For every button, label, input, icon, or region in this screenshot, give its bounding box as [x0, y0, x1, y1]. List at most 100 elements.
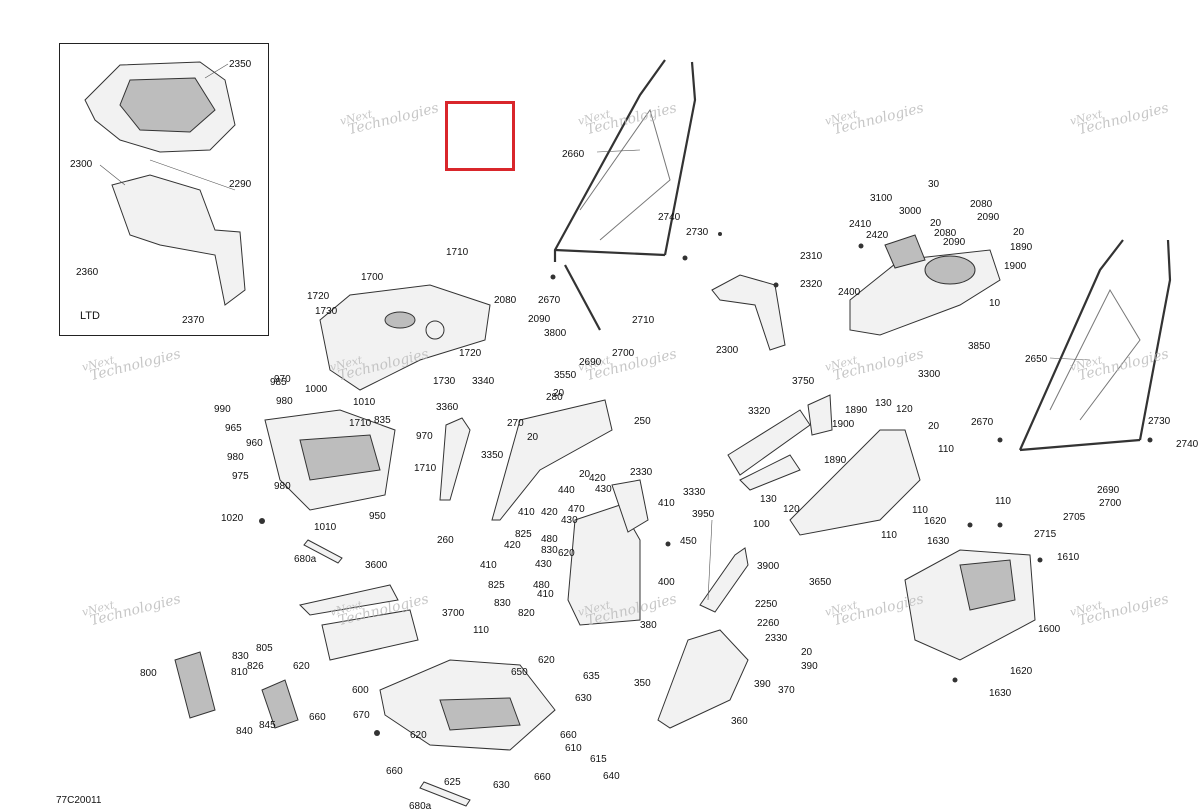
callout-c-110c[interactable]: 110	[912, 505, 928, 516]
callout-c-680a-top[interactable]: 680a	[294, 554, 317, 565]
callout-c-2090c[interactable]: 2090	[528, 314, 551, 325]
callout-c-120a[interactable]: 120	[896, 404, 913, 415]
callout-c-630a[interactable]: 630	[575, 693, 592, 704]
callout-c-2310[interactable]: 2310	[800, 251, 823, 262]
callout-c-2330a[interactable]: 2330	[630, 467, 653, 478]
callout-c-2715[interactable]: 2715	[1034, 529, 1057, 540]
callout-c-1710a[interactable]: 1710	[446, 247, 469, 258]
callout-c-2410[interactable]: 2410	[849, 219, 872, 230]
callout-c-970b[interactable]: 970	[416, 431, 433, 442]
callout-c-130a[interactable]: 130	[875, 398, 892, 409]
callout-c-660a[interactable]: 660	[560, 730, 577, 741]
callout-c-2360[interactable]: 2360	[76, 267, 99, 278]
callout-c-270[interactable]: 270	[507, 418, 524, 429]
callout-c-480b[interactable]: 480	[533, 580, 550, 591]
callout-c-1730b[interactable]: 1730	[433, 376, 456, 387]
callout-c-100[interactable]: 100	[753, 519, 770, 530]
callout-c-3750[interactable]: 3750	[792, 376, 815, 387]
callout-c-3900[interactable]: 3900	[757, 561, 780, 572]
callout-c-825a[interactable]: 825	[515, 529, 532, 540]
callout-c-120b[interactable]: 120	[783, 504, 800, 515]
callout-c-826[interactable]: 826	[247, 661, 264, 672]
callout-c-1630a[interactable]: 1630	[927, 536, 950, 547]
callout-c-2690b[interactable]: 2690	[1097, 485, 1120, 496]
callout-c-2420[interactable]: 2420	[866, 230, 889, 241]
callout-c-1700[interactable]: 1700	[361, 272, 384, 283]
callout-c-360[interactable]: 360	[731, 716, 748, 727]
callout-c-2300[interactable]: 2300	[716, 345, 739, 356]
callout-c-2080c[interactable]: 2080	[494, 295, 517, 306]
callout-c-3100[interactable]: 3100	[870, 193, 893, 204]
callout-c-110d[interactable]: 110	[881, 530, 897, 541]
callout-c-1710c[interactable]: 1710	[414, 463, 437, 474]
callout-c-260[interactable]: 260	[437, 535, 454, 546]
callout-c-420b[interactable]: 420	[541, 507, 558, 518]
callout-c-1730a[interactable]: 1730	[315, 306, 338, 317]
callout-c-420a[interactable]: 420	[589, 473, 606, 484]
callout-c-430a[interactable]: 430	[595, 484, 612, 495]
callout-c-2330b[interactable]: 2330	[765, 633, 788, 644]
callout-c-2260[interactable]: 2260	[757, 618, 780, 629]
callout-c-410d[interactable]: 410	[537, 589, 554, 600]
callout-c-370[interactable]: 370	[778, 685, 795, 696]
callout-c-430c[interactable]: 430	[535, 559, 552, 570]
callout-c-2705[interactable]: 2705	[1063, 512, 1086, 523]
callout-c-2700a[interactable]: 2700	[612, 348, 635, 359]
callout-c-830a[interactable]: 830	[541, 545, 558, 556]
callout-c-2700b[interactable]: 2700	[1099, 498, 1122, 509]
callout-c-820[interactable]: 820	[518, 608, 535, 619]
callout-c-250[interactable]: 250	[634, 416, 651, 427]
callout-c-1900a[interactable]: 1900	[1004, 261, 1027, 272]
callout-c-3300[interactable]: 3300	[918, 369, 941, 380]
callout-c-1010b[interactable]: 1010	[314, 522, 337, 533]
callout-c-110b[interactable]: 110	[938, 444, 954, 455]
callout-c-1020[interactable]: 1020	[221, 513, 244, 524]
callout-c-2690a[interactable]: 2690	[579, 357, 602, 368]
callout-c-470[interactable]: 470	[568, 504, 585, 515]
callout-c-130b[interactable]: 130	[760, 494, 777, 505]
callout-c-620c[interactable]: 620	[410, 730, 427, 741]
callout-c-680a-bot[interactable]: 680a	[409, 801, 432, 812]
callout-c-2090b[interactable]: 2090	[943, 237, 966, 248]
callout-c-970a[interactable]: 970	[274, 374, 291, 385]
callout-c-1720a[interactable]: 1720	[307, 291, 330, 302]
callout-c-1630b[interactable]: 1630	[989, 688, 1012, 699]
callout-c-2370[interactable]: 2370	[182, 315, 205, 326]
callout-c-390a[interactable]: 390	[801, 661, 818, 672]
callout-c-3650[interactable]: 3650	[809, 577, 832, 588]
callout-c-20b[interactable]: 20	[930, 218, 942, 229]
callout-c-3340[interactable]: 3340	[472, 376, 495, 387]
callout-c-3350[interactable]: 3350	[481, 450, 504, 461]
callout-c-20d[interactable]: 20	[527, 432, 539, 443]
callout-c-950[interactable]: 950	[369, 511, 386, 522]
callout-c-480a[interactable]: 480	[541, 534, 558, 545]
callout-c-1620a[interactable]: 1620	[924, 516, 947, 527]
callout-c-2400[interactable]: 2400	[838, 287, 861, 298]
callout-c-615[interactable]: 615	[590, 754, 607, 765]
callout-c-430b[interactable]: 430	[561, 515, 578, 526]
callout-c-20f[interactable]: 20	[801, 647, 813, 658]
callout-c-620a[interactable]: 620	[558, 548, 575, 559]
callout-c-2320[interactable]: 2320	[800, 279, 823, 290]
callout-c-1600[interactable]: 1600	[1038, 624, 1061, 635]
callout-c-670[interactable]: 670	[353, 710, 370, 721]
callout-c-3320[interactable]: 3320	[748, 406, 771, 417]
callout-c-1890b[interactable]: 1890	[845, 405, 868, 416]
callout-c-280[interactable]: 280	[546, 392, 563, 403]
callout-c-1620b[interactable]: 1620	[1010, 666, 1033, 677]
callout-c-630b[interactable]: 630	[493, 780, 510, 791]
callout-c-20e[interactable]: 20	[579, 469, 591, 480]
callout-c-1720b[interactable]: 1720	[459, 348, 482, 359]
callout-c-1890a[interactable]: 1890	[1010, 242, 1033, 253]
callout-c-985[interactable]: 985	[270, 377, 287, 388]
callout-c-3000[interactable]: 3000	[899, 206, 922, 217]
callout-c-845[interactable]: 845	[259, 720, 276, 731]
callout-c-410b[interactable]: 410	[518, 507, 535, 518]
callout-c-2650[interactable]: 2650	[1025, 354, 1048, 365]
callout-c-825b[interactable]: 825	[488, 580, 505, 591]
callout-c-990[interactable]: 990	[214, 404, 231, 415]
callout-c-2350[interactable]: 2350	[229, 59, 252, 70]
callout-c-1010a[interactable]: 1010	[353, 397, 376, 408]
callout-c-835[interactable]: 835	[374, 415, 391, 426]
callout-c-650[interactable]: 650	[511, 667, 528, 678]
